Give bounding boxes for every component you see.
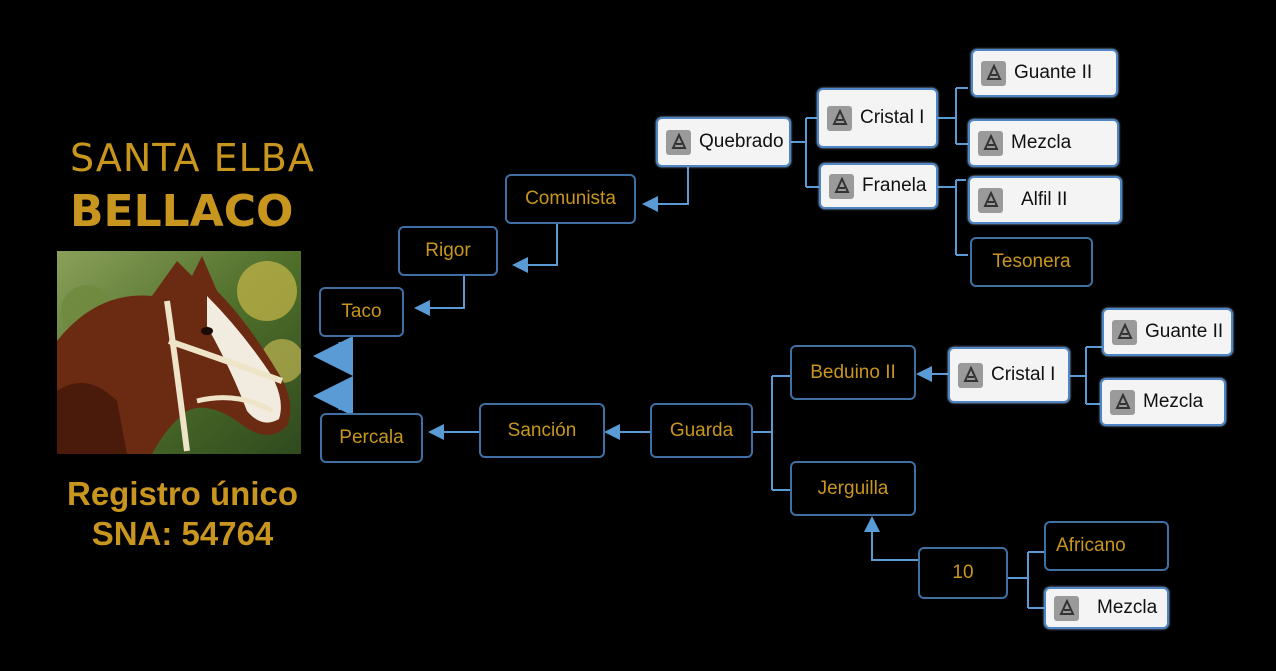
node-label: Jerguilla: [817, 477, 889, 499]
pedigree-node-mezcla-top[interactable]: Mezcla: [968, 119, 1119, 167]
node-label: 10: [952, 562, 974, 583]
node-label: Cristal I: [991, 364, 1056, 385]
node-label: Quebrado: [699, 131, 784, 152]
node-label: Guarda: [669, 419, 734, 441]
node-label: Mezcla: [1143, 391, 1204, 412]
node-label: Rigor: [425, 240, 471, 261]
node-label: Beduino II: [810, 361, 896, 383]
pedigree-node-10[interactable]: 10: [918, 547, 1008, 599]
node-label: Sanción: [507, 419, 577, 441]
pedigree-node-franela[interactable]: Franela: [819, 163, 938, 209]
pedigree-node-sancion[interactable]: Sanción: [479, 403, 605, 458]
horse-brand-icon: [1054, 595, 1079, 621]
pedigree-node-guante-top[interactable]: Guante II: [971, 49, 1118, 97]
pedigree-node-guante-bottom[interactable]: Guante II: [1102, 308, 1233, 356]
pedigree-node-mezcla-bottom[interactable]: Mezcla: [1044, 587, 1169, 629]
node-label: Percala: [339, 427, 404, 448]
node-label: Africano: [1056, 535, 1126, 556]
pedigree-node-quebrado[interactable]: Quebrado: [656, 117, 791, 167]
horse-photo: [57, 251, 301, 454]
pedigree-node-beduino[interactable]: Beduino II: [790, 345, 916, 400]
node-label: Franela: [862, 175, 927, 196]
horse-name: BELLACO: [70, 186, 294, 237]
pedigree-node-alfil[interactable]: Alfil II: [968, 176, 1122, 224]
horse-brand-icon: [978, 187, 1003, 213]
horse-brand-icon: [978, 130, 1003, 156]
pedigree-node-mezcla-mid[interactable]: Mezcla: [1100, 378, 1226, 426]
pedigree-node-comunista[interactable]: Comunista: [505, 174, 636, 224]
node-label: Mezcla: [1097, 597, 1158, 618]
pedigree-node-cristal-bottom[interactable]: Cristal I: [948, 347, 1070, 403]
pedigree-node-guarda[interactable]: Guarda: [650, 403, 753, 458]
node-label: Alfil II: [1021, 189, 1068, 210]
pedigree-node-taco[interactable]: Taco: [319, 287, 404, 337]
node-label: Guante II: [1145, 321, 1224, 342]
horse-brand-icon: [1110, 389, 1135, 415]
pedigree-node-africano[interactable]: Africano: [1044, 521, 1169, 571]
node-label: Cristal I: [860, 107, 925, 128]
farm-name: SANTA ELBA: [70, 136, 315, 180]
pedigree-node-jerguilla[interactable]: Jerguilla: [790, 461, 916, 516]
registry-line2: SNA: 54764: [91, 515, 274, 552]
horse-brand-icon: [1112, 319, 1137, 345]
registry-line1: Registro único: [66, 475, 299, 512]
pedigree-node-tesonera[interactable]: Tesonera: [970, 237, 1093, 287]
horse-brand-icon: [829, 173, 854, 199]
pedigree-node-percala[interactable]: Percala: [320, 413, 423, 463]
horse-brand-icon: [666, 129, 691, 155]
horse-brand-icon: [981, 60, 1006, 86]
node-label: Guante II: [1014, 62, 1093, 83]
node-label: Taco: [341, 301, 382, 322]
node-label: Comunista: [525, 188, 616, 209]
horse-brand-icon: [958, 362, 983, 388]
node-label: Mezcla: [1011, 132, 1072, 153]
horse-brand-icon: [827, 105, 852, 131]
node-label: Tesonera: [992, 251, 1071, 272]
registry-info: Registro único SNA: 54764: [40, 474, 325, 554]
pedigree-node-cristal-top[interactable]: Cristal I: [817, 88, 938, 148]
pedigree-node-rigor[interactable]: Rigor: [398, 226, 498, 276]
